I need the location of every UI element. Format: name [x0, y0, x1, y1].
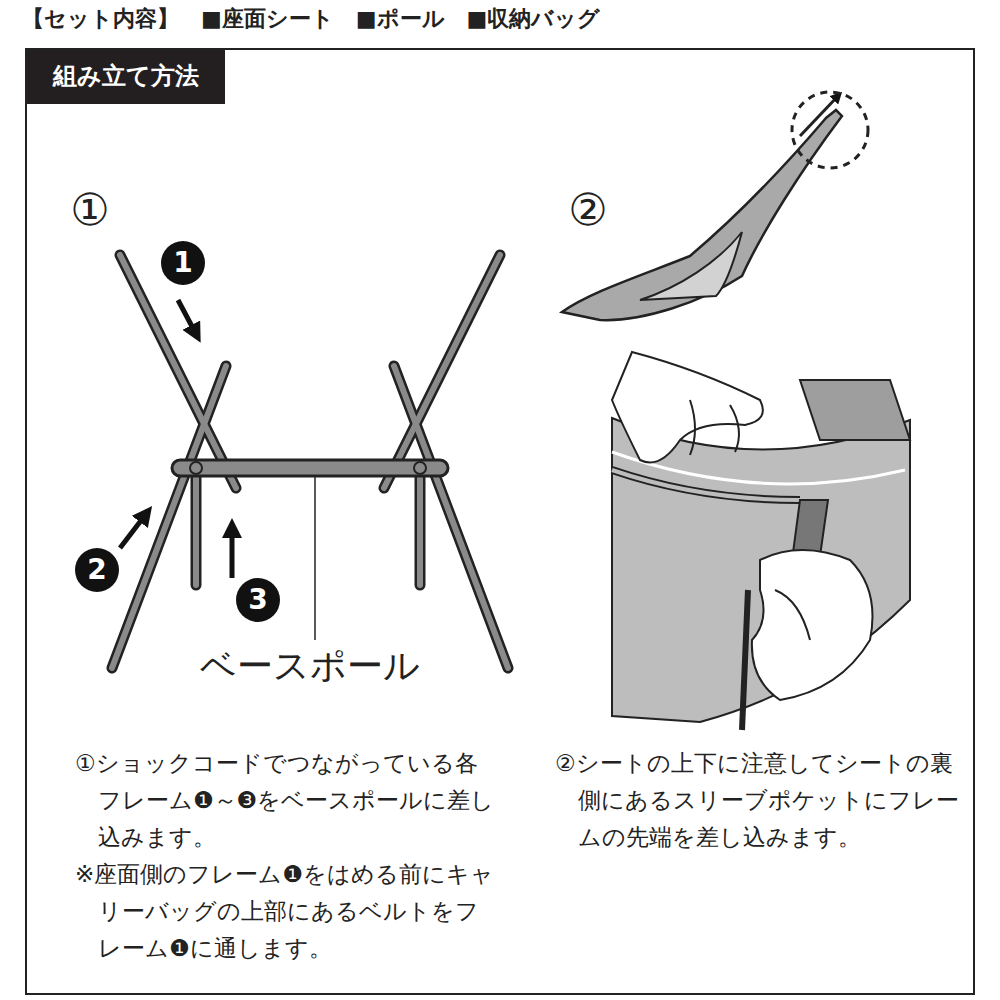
- part-name: ベースポール: [196, 644, 424, 687]
- section-tab: 組み立て方法: [27, 50, 225, 104]
- note-text: ※座面側のフレーム❶をはめる前にキャリーバッグの上部にあるベルトをフレーム❶に通…: [75, 856, 498, 967]
- callout-circle: 3: [236, 578, 280, 622]
- callout-number: 3: [248, 586, 267, 614]
- callout-circle: 1: [161, 241, 205, 285]
- callout-number: 2: [87, 556, 106, 584]
- callout-number: 1: [173, 249, 192, 277]
- set-item: ■収納バッグ: [467, 4, 601, 34]
- chair-frame: [112, 255, 508, 668]
- step-text: ①ショックコードでつながっている各フレーム❶～❸をベースポールに差し込みます。: [75, 745, 498, 856]
- seat-sheet: [562, 92, 868, 320]
- set-item: ■ポール: [356, 4, 445, 34]
- sleeve-photo: [612, 352, 910, 730]
- step-number: ②: [568, 188, 607, 232]
- leader-line: [314, 477, 316, 640]
- instruction-frame: 組み立て方法 1 2 3: [25, 48, 975, 995]
- direction-arrows: [120, 300, 232, 578]
- callout-circle: 2: [75, 548, 119, 592]
- step-number: ①: [70, 188, 109, 232]
- set-contents-heading: 【セット内容】: [22, 4, 179, 34]
- step-text: ②シートの上下に注意してシートの裏側にあるスリーブポケットにフレームの先端を差し…: [555, 745, 963, 856]
- set-item: ■座面シート: [201, 4, 334, 34]
